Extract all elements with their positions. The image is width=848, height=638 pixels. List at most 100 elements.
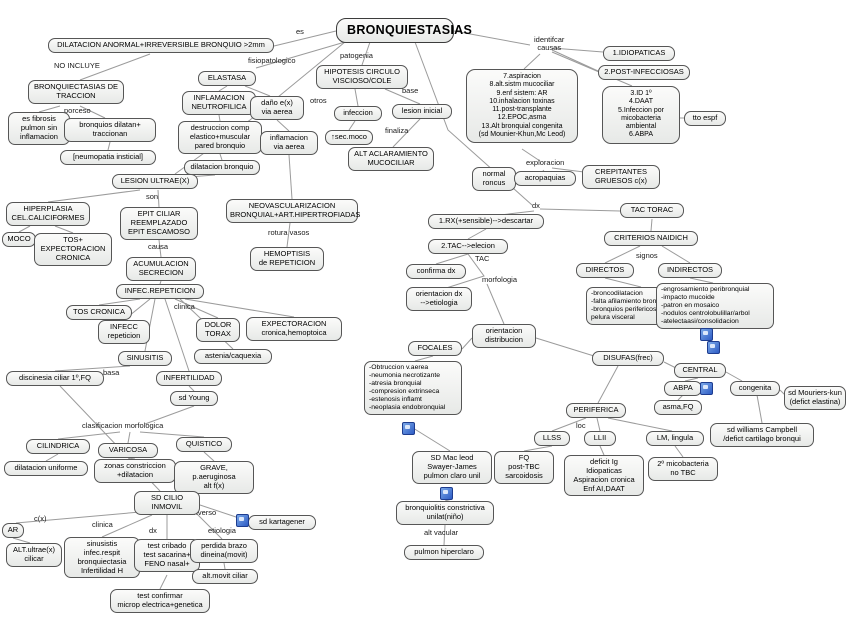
node-alt-ultrae-ciliar[interactable]: ALT.ultrae(x) cilicar — [6, 543, 62, 567]
node-tos-expectoracion[interactable]: TOS+ EXPECTORACION CRONICA — [34, 233, 112, 266]
node-normal-roncus[interactable]: normal roncus — [472, 167, 516, 191]
node-bronquiectasias-traccion[interactable]: BRONQUIECTASIAS DE TRACCION — [28, 80, 124, 104]
edge-line-58 — [535, 337, 595, 357]
resource-icon-indirectos[interactable] — [707, 341, 720, 354]
node-crepitantes[interactable]: CREPITANTES GRUESOS c(x) — [582, 165, 660, 189]
node-sd-cilio-inmovil[interactable]: SD CILIO INMOVIL — [134, 491, 200, 515]
node-hemoptisis[interactable]: HEMOPTISIS de REPETICION — [250, 247, 324, 271]
resource-icon-abpa[interactable] — [700, 382, 713, 395]
edge-line-69 — [596, 417, 601, 432]
node-hiperplasia[interactable]: HIPERPLASIA CEL.CALICIFORMES — [6, 202, 90, 226]
node-destruccion-comp[interactable]: destruccion comp elastico+muscular pared… — [178, 121, 262, 154]
node-bronquios-dilatan[interactable]: bronquios dilatan+ traccionan — [64, 118, 156, 142]
node-rx-descartar[interactable]: 1.RX(+sensible)-->descartar — [428, 214, 544, 229]
node-causas-7-13[interactable]: 7.aspiracion 8.alt.sistm mucociliar 9.en… — [466, 69, 578, 143]
node-orientacion-distribucion[interactable]: orientacion distribucion — [472, 324, 536, 348]
node-dano-via-aerea[interactable]: daño e(x) via aerea — [250, 96, 304, 120]
node-directos[interactable]: DIRECTOS — [576, 263, 634, 278]
node-idiopaticas[interactable]: 1.IDIOPATICAS — [603, 46, 675, 61]
node-tto-espf[interactable]: tto espf — [684, 111, 726, 126]
resource-icon-kartagener[interactable] — [236, 514, 249, 527]
node-llss[interactable]: LLSS — [534, 431, 570, 446]
node-neovascularizacion[interactable]: NEOVASCULARIZACION BRONQUIAL+ART.HIPERTR… — [226, 199, 360, 223]
node-orientacion-dx[interactable]: orientacion dx -->etiologia — [406, 287, 472, 311]
node-es-fibrosis[interactable]: es fibrosis pulmon sin inflamacion — [8, 112, 70, 145]
node-lesion-inicial[interactable]: lesion inicial — [392, 104, 452, 119]
edge-label-patogenia: patogenia — [340, 51, 373, 60]
node-quistico[interactable]: QUISTICO — [176, 437, 232, 452]
node-acropaquias[interactable]: acropaquias — [514, 171, 576, 186]
node-acumulacion-secrecion[interactable]: ACUMULACION SECRECION — [126, 257, 196, 281]
node-sd-kartagener[interactable]: sd kartagener — [248, 515, 316, 530]
node-pulmon-hiperclaro[interactable]: pulmon hiperclaro — [404, 545, 484, 560]
node-tac-eleccion[interactable]: 2.TAC-->elecion — [428, 239, 508, 254]
node-infec-repeticion[interactable]: INFEC.REPETICION — [116, 284, 204, 299]
node-test-cribado[interactable]: test cribado test sacarina+ FENO nasal+ — [134, 539, 200, 572]
node-test-confirmar[interactable]: test confirmar microp electrica+genetica — [110, 589, 210, 613]
node-bronquiolitis[interactable]: bronquiolitis constrictiva unilat(niño) — [396, 501, 494, 525]
node-sec-moco[interactable]: ↑sec.moco — [325, 130, 373, 145]
node-criterios-naidich[interactable]: CRITERIOS NAIDICH — [604, 231, 698, 246]
node-confirma-dx[interactable]: confirma dx — [406, 264, 466, 279]
edge-label-otros: otros — [310, 96, 327, 105]
node-dilatacion-bronquio[interactable]: dilatacion bronquio — [184, 160, 260, 175]
node-sd-young[interactable]: sd Young — [170, 391, 218, 406]
node-neumopatia-insticial[interactable]: [neumopatia insticial] — [60, 150, 156, 165]
node-tos-cronica[interactable]: TOS CRONICA — [66, 305, 132, 320]
node-bronquiestasias[interactable]: BRONQUIESTASIAS — [336, 18, 472, 43]
node-congenita[interactable]: congenita — [730, 381, 780, 396]
node-moco[interactable]: MOCO — [2, 232, 36, 247]
node-infeccion[interactable]: infeccion — [334, 106, 382, 121]
node-astenia[interactable]: astenia/caquexia — [194, 349, 272, 364]
node-focales-lista[interactable]: -Obtruccion v.aerea -neumonia necrotizan… — [364, 361, 462, 416]
node-fq-post-tbc[interactable]: FQ post-TBC sarcoidosis — [494, 451, 554, 484]
node-dolor-torax[interactable]: DOLOR TORAX — [196, 318, 240, 342]
node-lesion-ultrae[interactable]: LESION ULTRAE(X) — [112, 174, 198, 189]
node-sinusistis-cuadro[interactable]: sinusistis infec.respit bronquiectasia I… — [64, 537, 140, 579]
node-inflamacion-neutrofilica[interactable]: INFLAMACION NEUTROFILICA — [182, 91, 256, 115]
resource-icon-focales[interactable] — [402, 422, 415, 435]
node-indirectos-lista[interactable]: -engrosamiento peribronquial -impacto mu… — [656, 283, 774, 330]
node-discinesia[interactable]: discinesia ciliar 1º,FQ — [6, 371, 104, 386]
resource-icon-mac-leod[interactable] — [440, 487, 453, 500]
node-zonas-constriccion[interactable]: zonas constriccion +dilatacion — [94, 459, 176, 483]
node-lm-lingula[interactable]: LM, lingula — [646, 431, 704, 446]
edge-line-11 — [158, 239, 162, 258]
node-dilatacion-uniforme[interactable]: dilatacion uniforme — [4, 461, 88, 476]
node-indirectos[interactable]: INDIRECTOS — [658, 263, 722, 278]
node-sinusitis[interactable]: SINUSITIS — [118, 351, 172, 366]
node-central[interactable]: CENTRAL — [674, 363, 726, 378]
edge-label-son: son — [146, 192, 159, 201]
edge-line-91 — [159, 574, 168, 590]
node-disufas[interactable]: DISUFAS(frec) — [592, 351, 664, 366]
node-varicosa[interactable]: VARICOSA — [98, 443, 158, 458]
node-deficit-ig[interactable]: deficit Ig Idiopaticas Aspiracion cronic… — [564, 455, 644, 497]
node-epit-ciliar[interactable]: EPIT CILIAR REEMPLAZADO EPIT ESCAMOSO — [120, 207, 198, 240]
node-sd-williams[interactable]: sd williams Campbell /defict cartilago b… — [710, 423, 814, 447]
node-periferica[interactable]: PERIFERICA — [566, 403, 626, 418]
node-inflamacion-via-aerea[interactable]: inflamacion via aerea — [260, 131, 318, 155]
node-post-infecciosas[interactable]: 2.POST-INFECCIOSAS — [598, 65, 690, 80]
node-elastasa[interactable]: ELASTASA — [198, 71, 256, 86]
node-causas-3-6[interactable]: 3.ID 1º 4.DAAT 5.Infeccion por micobacte… — [602, 86, 680, 144]
node-cilindrica[interactable]: CILINDRICA — [26, 439, 90, 454]
node-alt-aclaramiento[interactable]: ALT ACLARAMIENTO MUCOCILIAR — [348, 147, 434, 171]
node-infertilidad[interactable]: INFERTILIDAD — [156, 371, 222, 386]
node-hipotesis-cole[interactable]: HIPOTESIS CIRCULO VISCIOSO/COLE — [316, 65, 408, 89]
node-focales[interactable]: FOCALES — [408, 341, 462, 356]
node-micobacteria-no-tbc[interactable]: 2º micobacteria no TBC — [648, 457, 718, 481]
node-dilatacion-anormal[interactable]: DILATACION ANORMAL+IRREVERSIBLE BRONQUIO… — [48, 38, 274, 53]
node-grave-aeruginosa[interactable]: GRAVE, p.aeruginosa alt f(x) — [174, 461, 254, 494]
resource-icon-directos[interactable] — [700, 328, 713, 341]
node-infecc-repeticion[interactable]: INFECC repeticion — [98, 320, 150, 344]
node-sd-mouriers[interactable]: sd Mouriers-kun (defict elastina) — [784, 386, 846, 410]
node-abpa[interactable]: ABPA — [664, 381, 702, 396]
node-asma-fq[interactable]: asma,FQ — [654, 400, 702, 415]
node-alt-movit-ciliar[interactable]: alt.movit ciliar — [192, 569, 258, 584]
node-perdida-brazo[interactable]: perdida brazo dineina(movit) — [190, 539, 258, 563]
node-ar[interactable]: AR — [2, 523, 24, 538]
node-sd-mac-leod[interactable]: SD Mac leod Swayer-James pulmon claro un… — [412, 451, 492, 484]
node-tac-torac[interactable]: TAC TORAC — [620, 203, 684, 218]
node-expectoracion-hemoptoica[interactable]: EXPECTORACION cronica,hemoptoica — [246, 317, 342, 341]
node-llii[interactable]: LLII — [584, 431, 616, 446]
